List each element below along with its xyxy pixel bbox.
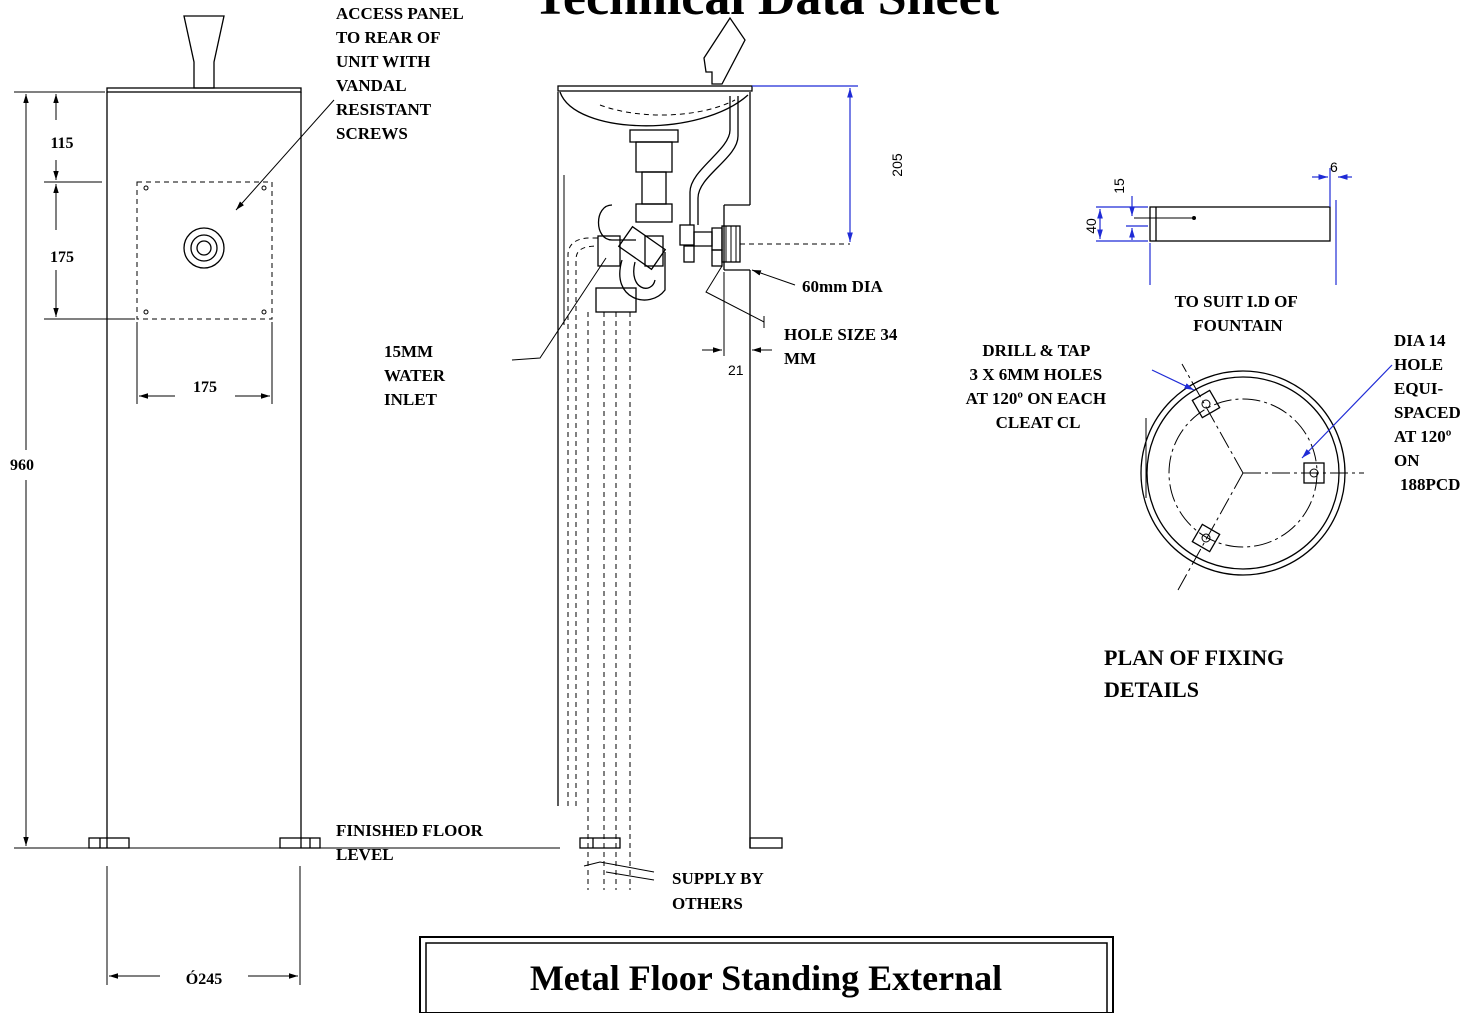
floor-note: FINISHED FLOOR LEVEL xyxy=(336,821,487,864)
plan-of-fixing xyxy=(1140,363,1393,591)
access-panel-outline xyxy=(136,181,273,320)
note-supply: SUPPLY BY OTHERS xyxy=(672,869,767,913)
plan-title: PLAN OF FIXING DETAILS xyxy=(1104,645,1290,702)
dim-6: 6 xyxy=(1330,159,1338,175)
front-view: 960 115 175 175 Ó245 xyxy=(10,15,335,988)
dim-15: 15 xyxy=(1111,178,1127,194)
top-cap xyxy=(106,87,302,93)
dim-top: 115 xyxy=(50,135,73,152)
dim-panel-width: 175 xyxy=(193,379,217,396)
side-view: 205 21 xyxy=(511,16,905,890)
spout-icon xyxy=(703,16,746,85)
dim-outlet-height: 205 xyxy=(889,153,905,177)
basin-bowl xyxy=(559,91,749,127)
note-drill: DRILL & TAP 3 X 6MM HOLES AT 120º ON EAC… xyxy=(966,341,1111,432)
note-dia14: DIA 14 HOLE EQUI- SPACED AT 120º ON 188P… xyxy=(1394,331,1465,494)
inlet-port-icon xyxy=(183,227,225,269)
product-title-box: Metal Floor Standing External xyxy=(419,936,1114,1013)
dim-base-diameter: Ó245 xyxy=(186,969,222,988)
document-title: Technical Data Sheet xyxy=(533,0,1000,26)
dim-40: 40 xyxy=(1083,218,1099,234)
dim-panel-height: 175 xyxy=(50,249,74,266)
note-inlet: 15MM WATER INLET xyxy=(384,342,449,409)
product-title: Metal Floor Standing External xyxy=(530,958,1002,998)
cleat-section: 6 40 15 xyxy=(1083,159,1352,285)
dim-total-height: 960 xyxy=(10,457,34,474)
note-dia: 60mm DIA xyxy=(802,277,883,296)
note-suit: TO SUIT I.D OF FOUNTAIN xyxy=(1175,292,1302,335)
access-panel-note: ACCESS PANEL TO REAR OF UNIT WITH VANDAL… xyxy=(336,4,467,143)
note-hole: HOLE SIZE 34 MM xyxy=(784,325,902,368)
dim-offset: 21 xyxy=(728,362,744,378)
bubbler-head-icon xyxy=(183,15,225,89)
